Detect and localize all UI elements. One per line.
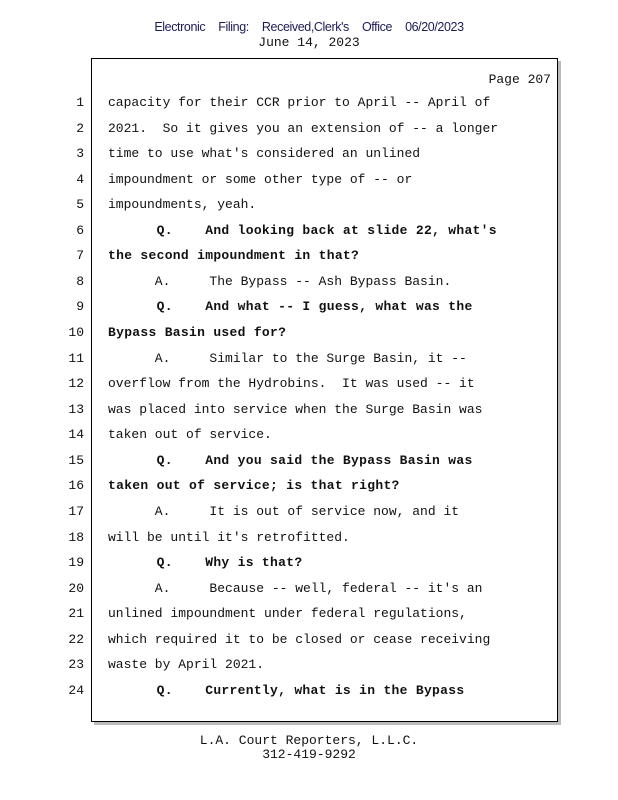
transcript-line: time to use what's considered an unlined bbox=[108, 146, 421, 162]
transcript-line: which required it to be closed or cease … bbox=[108, 631, 491, 647]
transcript-line: waste by April 2021. bbox=[108, 657, 265, 673]
line-number: 5 bbox=[76, 197, 84, 213]
transcript-page: Page 207 bbox=[91, 58, 558, 722]
question-line: Q. Currently, what is in the Bypass bbox=[108, 682, 465, 698]
transcript-line: will be until it's retrofitted. bbox=[108, 529, 350, 545]
line-number: 18 bbox=[68, 529, 84, 545]
transcript-line: was placed into service when the Surge B… bbox=[108, 401, 483, 417]
line-number: 10 bbox=[68, 325, 84, 341]
transcript-line: A. Because -- well, federal -- it's an bbox=[108, 580, 483, 596]
line-number: 22 bbox=[68, 631, 84, 647]
transcript-line: capacity for their CCR prior to April --… bbox=[108, 95, 491, 110]
line-number: 17 bbox=[68, 503, 84, 519]
question-line: Bypass Basin used for? bbox=[108, 325, 287, 341]
line-number: 23 bbox=[68, 657, 84, 673]
transcript-line: taken out of service. bbox=[108, 427, 272, 443]
line-number: 20 bbox=[68, 580, 84, 596]
transcript-line: overflow from the Hydrobins. It was used… bbox=[108, 376, 475, 392]
line-number: 16 bbox=[68, 478, 84, 494]
question-line: the second impoundment in that? bbox=[108, 248, 360, 264]
transcript-line: A. Similar to the Surge Basin, it -- bbox=[108, 350, 467, 366]
transcript-line: impoundment or some other type of -- or bbox=[108, 171, 413, 187]
question-line: Q. And what -- I guess, what was the bbox=[108, 299, 473, 315]
line-number: 19 bbox=[68, 555, 84, 571]
footer-company: L.A. Court Reporters, L.L.C. bbox=[199, 733, 419, 748]
line-number: 8 bbox=[76, 273, 84, 289]
transcript-line: unlined impoundment under federal regula… bbox=[108, 606, 467, 622]
line-number: 12 bbox=[68, 376, 84, 392]
line-number: 9 bbox=[76, 299, 84, 315]
line-number: 14 bbox=[68, 427, 84, 443]
line-number: 2 bbox=[76, 120, 84, 136]
transcript-line: impoundments, yeah. bbox=[108, 197, 257, 213]
transcript-line: A. It is out of service now, and it bbox=[108, 503, 460, 519]
question-line: Q. And looking back at slide 22, what's bbox=[108, 222, 497, 238]
transcript-line: 2021. So it gives you an extension of --… bbox=[108, 120, 499, 136]
line-number: 4 bbox=[76, 171, 84, 187]
line-number: 15 bbox=[68, 452, 84, 468]
line-number: 7 bbox=[76, 248, 84, 264]
filing-stamp: Electronic Filing: Received,Clerk's Offi… bbox=[154, 20, 464, 34]
line-number: 6 bbox=[76, 222, 84, 238]
transcript-date: June 14, 2023 bbox=[258, 35, 360, 50]
line-number: 3 bbox=[76, 146, 84, 162]
line-number: 21 bbox=[68, 606, 84, 622]
footer-phone: 312-419-9292 bbox=[262, 747, 356, 762]
line-number: 13 bbox=[68, 401, 84, 417]
line-number: 1 bbox=[76, 95, 84, 110]
page-number: Page 207 bbox=[488, 72, 551, 87]
question-line: Q. Why is that? bbox=[108, 555, 303, 571]
transcript-line: A. The Bypass -- Ash Bypass Basin. bbox=[108, 273, 452, 289]
line-number: 11 bbox=[68, 350, 84, 366]
question-line: Q. And you said the Bypass Basin was bbox=[108, 452, 473, 468]
line-number: 24 bbox=[68, 682, 84, 698]
question-line: taken out of service; is that right? bbox=[108, 478, 400, 494]
